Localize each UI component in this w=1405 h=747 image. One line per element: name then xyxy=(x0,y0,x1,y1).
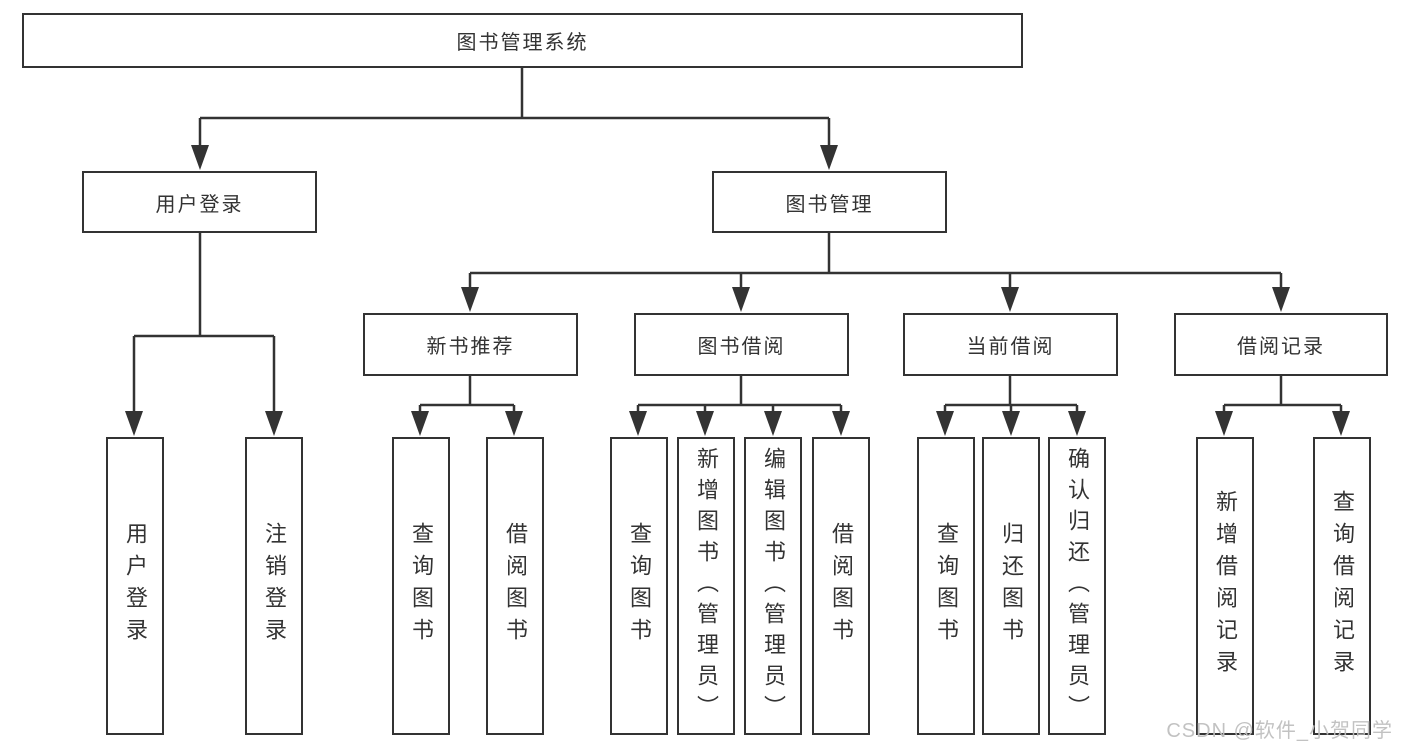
leaf-query-books-current-label: 查询图书 xyxy=(934,522,959,650)
node-library-system: 图书管理系统 xyxy=(22,13,1023,68)
leaf-query-books-current: 查询图书 xyxy=(917,437,975,735)
leaf-edit-books-admin: 编辑图书（管理员） xyxy=(744,437,802,735)
node-current-borrow-label: 当前借阅 xyxy=(966,336,1055,358)
leaf-user-login: 用户登录 xyxy=(106,437,164,735)
leaf-borrow-books-recommend: 借阅图书 xyxy=(486,437,544,735)
leaf-query-books-recommend: 查询图书 xyxy=(392,437,450,735)
leaf-edit-books-admin-label: 编辑图书（管理员） xyxy=(761,446,786,726)
leaf-logout-label: 注销登录 xyxy=(262,522,287,650)
leaf-confirm-return-admin-label: 确认归还（管理员） xyxy=(1065,446,1090,726)
leaf-borrow-books-label: 借阅图书 xyxy=(829,522,854,650)
node-current-borrow: 当前借阅 xyxy=(903,313,1118,376)
leaf-borrow-books-recommend-label: 借阅图书 xyxy=(503,522,528,650)
leaf-logout: 注销登录 xyxy=(245,437,303,735)
leaf-query-books-borrow: 查询图书 xyxy=(610,437,668,735)
leaf-add-borrow-record-label: 新增借阅记录 xyxy=(1213,490,1238,682)
node-borrow-records-label: 借阅记录 xyxy=(1237,336,1325,358)
node-user-login: 用户登录 xyxy=(82,171,317,233)
leaf-borrow-books: 借阅图书 xyxy=(812,437,870,735)
leaf-return-books: 归还图书 xyxy=(982,437,1040,735)
leaf-query-books-borrow-label: 查询图书 xyxy=(627,522,652,650)
leaf-user-login-label: 用户登录 xyxy=(123,522,148,650)
node-user-login-label: 用户登录 xyxy=(155,193,244,216)
node-book-borrow-label: 图书借阅 xyxy=(697,336,786,358)
leaf-add-books-admin: 新增图书（管理员） xyxy=(677,437,735,735)
leaf-query-borrow-record: 查询借阅记录 xyxy=(1313,437,1371,735)
node-new-book-recommend-label: 新书推荐 xyxy=(426,336,515,358)
leaf-query-borrow-record-label: 查询借阅记录 xyxy=(1330,490,1355,682)
node-book-management: 图书管理 xyxy=(712,171,947,233)
leaf-add-borrow-record: 新增借阅记录 xyxy=(1196,437,1254,735)
leaf-add-books-admin-label: 新增图书（管理员） xyxy=(694,446,719,726)
node-borrow-records: 借阅记录 xyxy=(1174,313,1388,376)
node-new-book-recommend: 新书推荐 xyxy=(363,313,578,376)
node-library-system-label: 图书管理系统 xyxy=(456,32,589,54)
leaf-return-books-label: 归还图书 xyxy=(999,522,1024,650)
leaf-query-books-recommend-label: 查询图书 xyxy=(409,522,434,650)
leaf-confirm-return-admin: 确认归还（管理员） xyxy=(1048,437,1106,735)
node-book-borrow: 图书借阅 xyxy=(634,313,849,376)
watermark: CSDN @软件_小贺同学 xyxy=(1166,720,1393,742)
node-book-management-label: 图书管理 xyxy=(785,193,874,216)
